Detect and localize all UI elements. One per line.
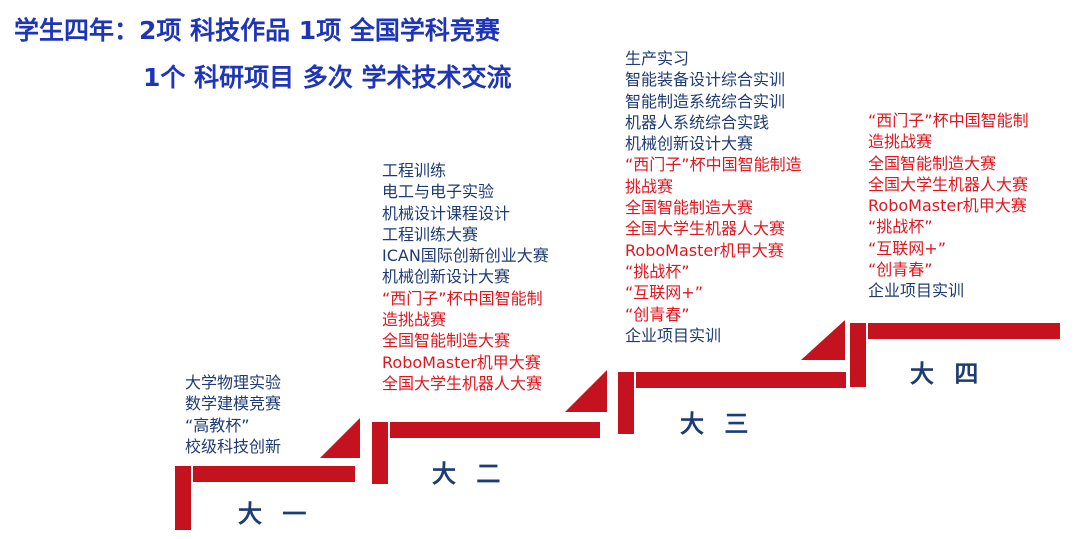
list-item: 大学物理实验 bbox=[185, 373, 282, 392]
list-item: 造挑战赛 bbox=[382, 310, 447, 330]
list-item: 工程训练 bbox=[382, 161, 447, 180]
step-1-tread bbox=[193, 466, 355, 482]
list-item: 机器人系统综合实践 bbox=[625, 112, 770, 132]
list-item: “挑战杯” bbox=[625, 261, 690, 281]
list-item: 电工与电子实验 bbox=[382, 182, 495, 202]
list-item: ICAN国际创新创业大赛 bbox=[382, 246, 549, 266]
header-line-1: 学生四年：2项 科技作品 1项 全国学科竞赛 bbox=[14, 16, 500, 45]
step-3-arrow bbox=[801, 320, 845, 360]
step-4-tread bbox=[868, 323, 1060, 339]
list-item: “互联网+” bbox=[625, 283, 703, 303]
list-item: 造挑战赛 bbox=[868, 132, 933, 152]
header-line-2: 1个 科研项目 多次 学术技术交流 bbox=[143, 63, 512, 92]
list-item: 全国智能制造大赛 bbox=[625, 198, 754, 218]
list-item: 全国大学生机器人大赛 bbox=[868, 174, 1029, 194]
list-item: 工程训练大赛 bbox=[382, 224, 479, 244]
step-1-arrow bbox=[320, 418, 360, 458]
list-item: 全国大学生机器人大赛 bbox=[625, 219, 786, 239]
list-item: “西门子”杯中国智能制 bbox=[382, 288, 543, 308]
list-item: RoboMaster机甲大赛 bbox=[868, 196, 1027, 216]
stage-1-list: 大学物理实验数学建模竞赛“高教杯”校级科技创新 bbox=[185, 372, 281, 457]
step-3-riser bbox=[618, 372, 634, 434]
stage-3-list: 生产实习智能装备设计综合实训智能制造系统综合实训机器人系统综合实践机械创新设计大… bbox=[625, 48, 802, 346]
year-3-label: 大 三 bbox=[680, 410, 755, 438]
step-2-arrow bbox=[565, 370, 607, 412]
list-item: 企业项目实训 bbox=[868, 281, 965, 301]
step-4-riser bbox=[850, 323, 866, 387]
list-item: 智能制造系统综合实训 bbox=[625, 91, 786, 111]
list-item: 企业项目实训 bbox=[625, 325, 722, 345]
step-2-riser bbox=[372, 422, 388, 484]
list-item: “西门子”杯中国智能制造 bbox=[625, 155, 802, 175]
list-item: 生产实习 bbox=[625, 49, 690, 68]
list-item: 全国智能制造大赛 bbox=[382, 331, 511, 351]
list-item: “创青春” bbox=[868, 260, 933, 280]
year-2-label: 大 二 bbox=[432, 460, 507, 488]
year-1-label: 大 一 bbox=[238, 500, 313, 528]
list-item: 智能装备设计综合实训 bbox=[625, 70, 786, 90]
step-1-riser bbox=[175, 466, 191, 530]
list-item: 校级科技创新 bbox=[185, 436, 282, 456]
list-item: RoboMaster机甲大赛 bbox=[382, 352, 541, 372]
list-item: “互联网+” bbox=[868, 238, 946, 258]
list-item: 机械创新设计大赛 bbox=[625, 134, 754, 154]
list-item: 全国智能制造大赛 bbox=[868, 153, 997, 173]
step-2-tread bbox=[390, 422, 600, 438]
list-item: “挑战杯” bbox=[868, 217, 933, 237]
list-item: RoboMaster机甲大赛 bbox=[625, 240, 784, 260]
list-item: “创青春” bbox=[625, 304, 690, 324]
list-item: 挑战赛 bbox=[625, 176, 674, 196]
step-3-tread bbox=[636, 372, 846, 388]
list-item: “高教杯” bbox=[185, 415, 250, 435]
list-item: 机械创新设计大赛 bbox=[382, 267, 511, 287]
year-4-label: 大 四 bbox=[910, 360, 985, 388]
list-item: “西门子”杯中国智能制 bbox=[868, 111, 1029, 130]
list-item: 数学建模竞赛 bbox=[185, 394, 282, 414]
list-item: 全国大学生机器人大赛 bbox=[382, 373, 543, 393]
list-item: 机械设计课程设计 bbox=[382, 203, 511, 223]
